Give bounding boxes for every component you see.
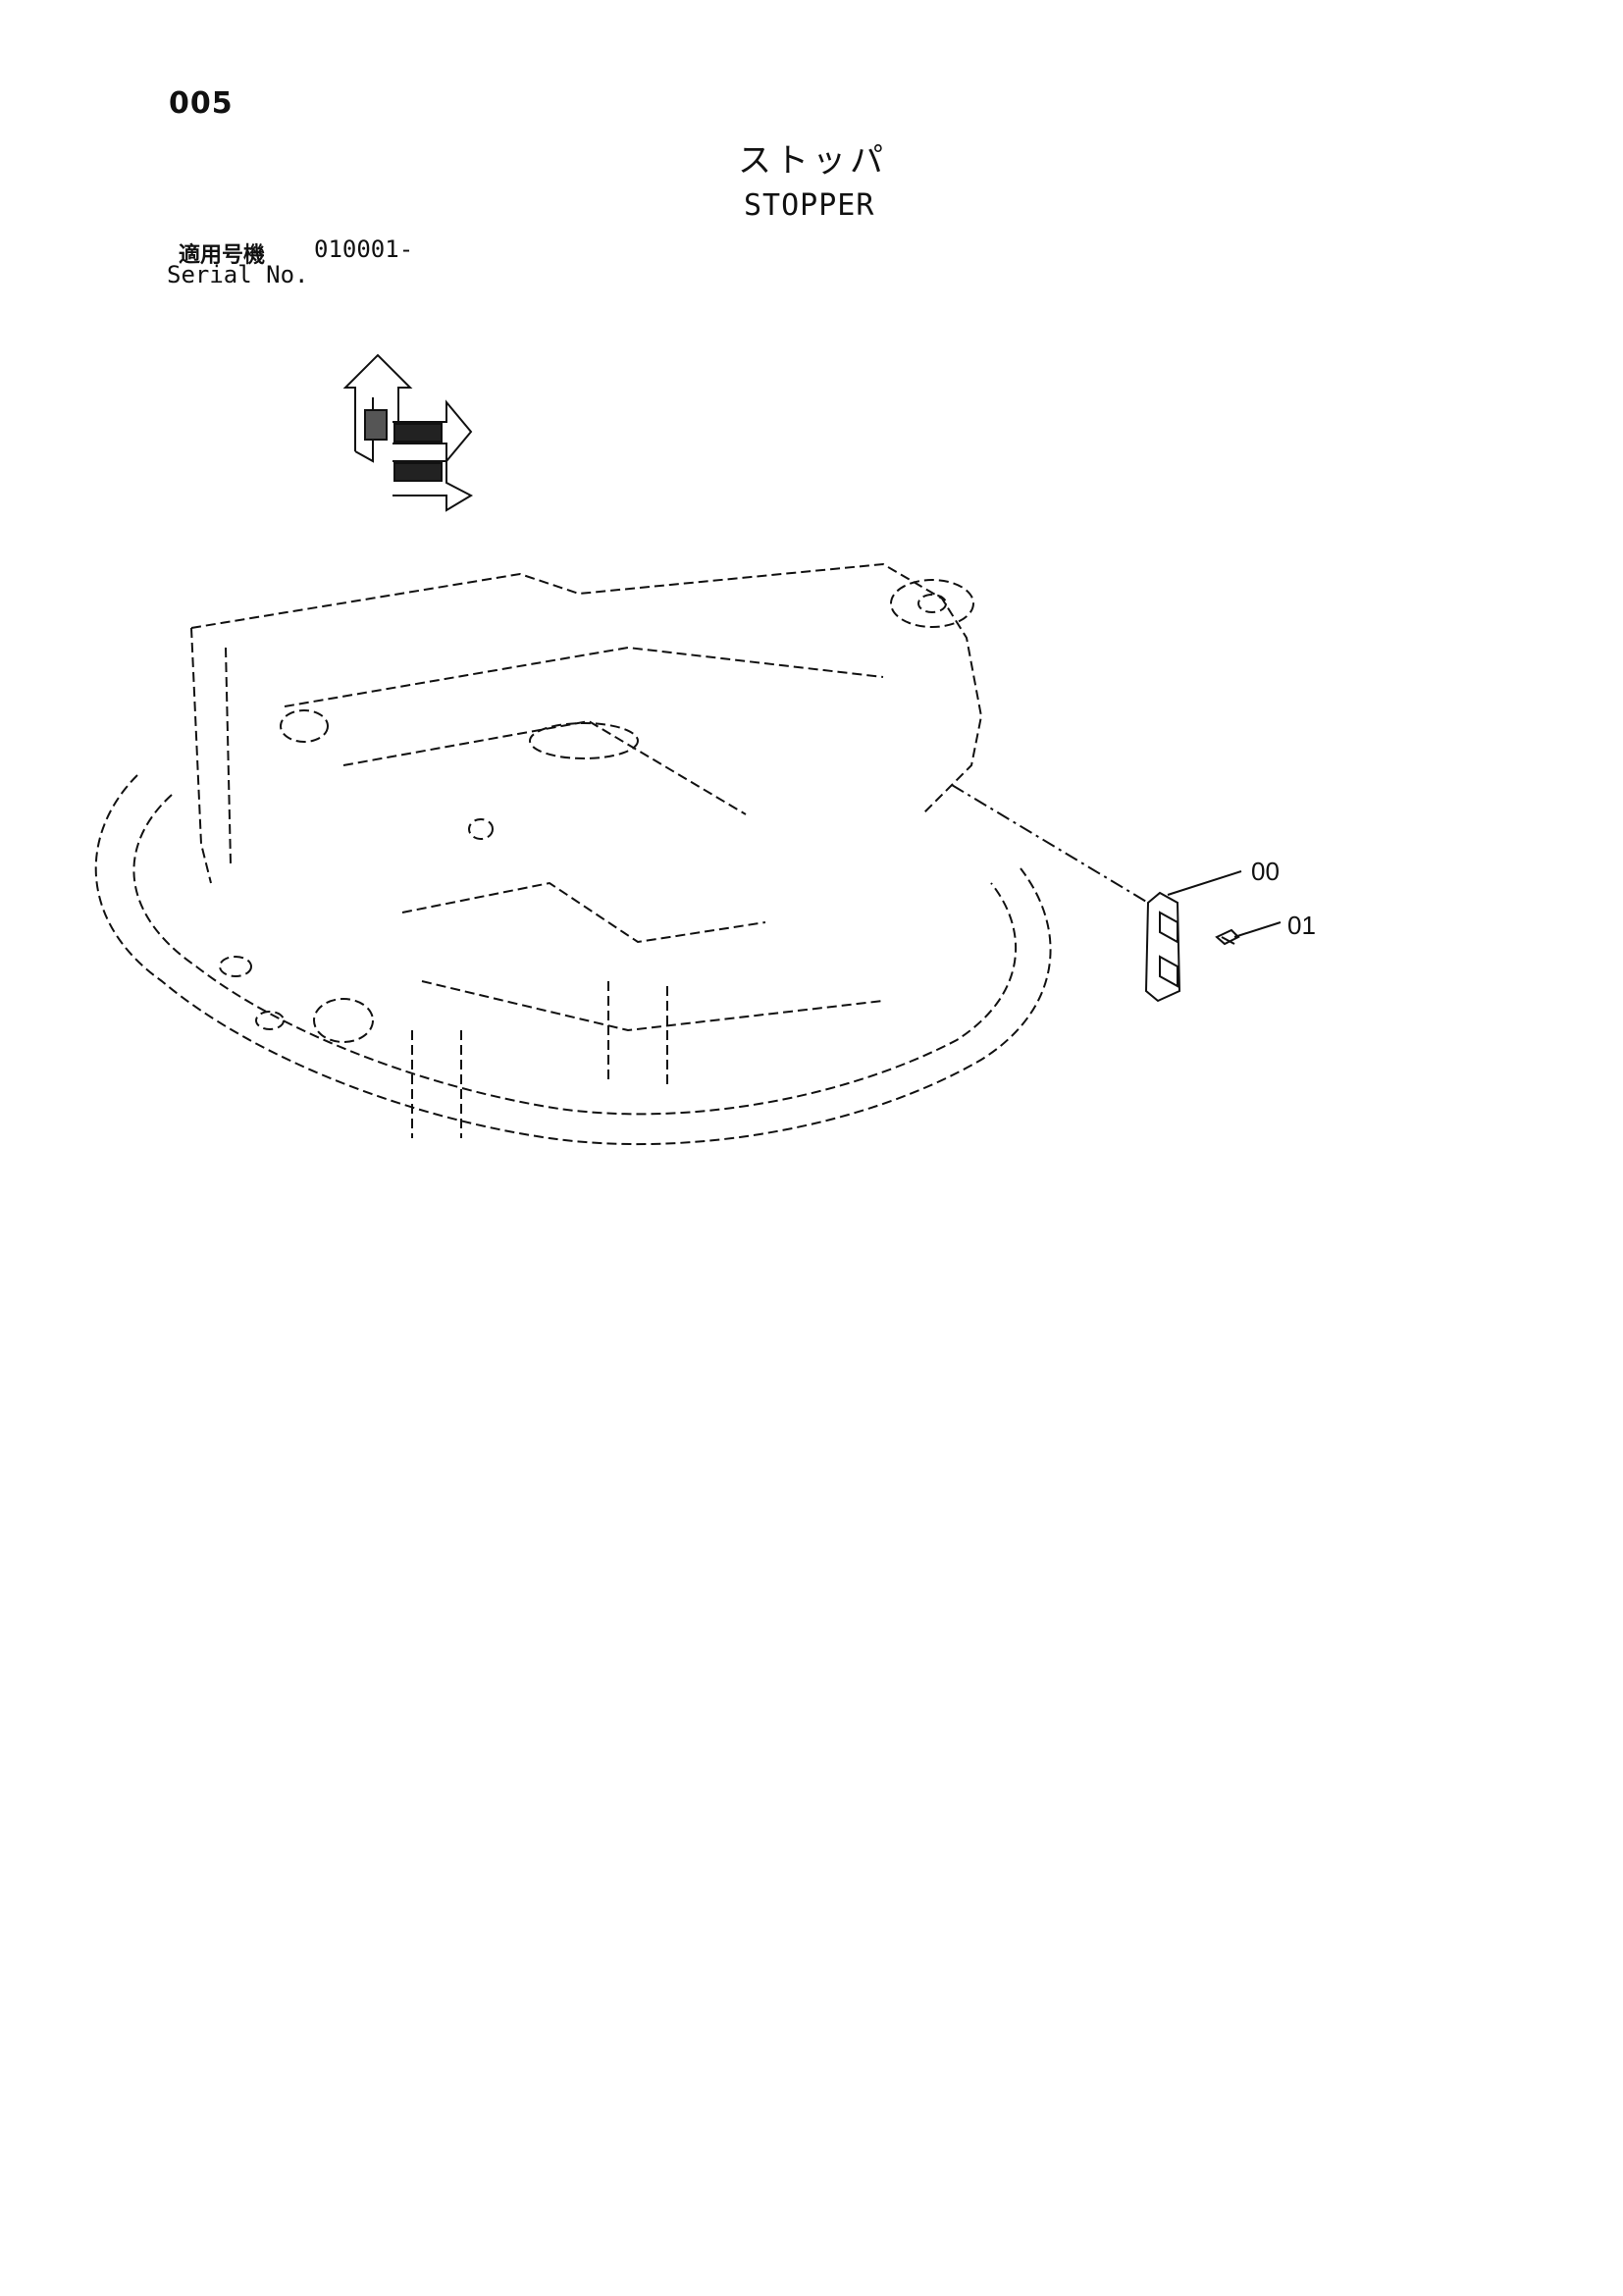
page-title-jp: ストッパ [738, 141, 887, 181]
page-title-en: STOPPER [744, 188, 875, 223]
stopper-part [1144, 891, 1240, 1003]
page-number: 005 [169, 86, 234, 121]
serial-label-en: Serial No. [167, 261, 309, 288]
callout-01: 01 [1287, 911, 1316, 940]
serial-label-jp: 適用号機 [179, 243, 266, 268]
serial-value: 010001- [314, 235, 414, 263]
callout-00: 00 [1251, 857, 1280, 886]
orientation-arrows-icon [342, 353, 474, 512]
frame-outline [94, 562, 1052, 1146]
